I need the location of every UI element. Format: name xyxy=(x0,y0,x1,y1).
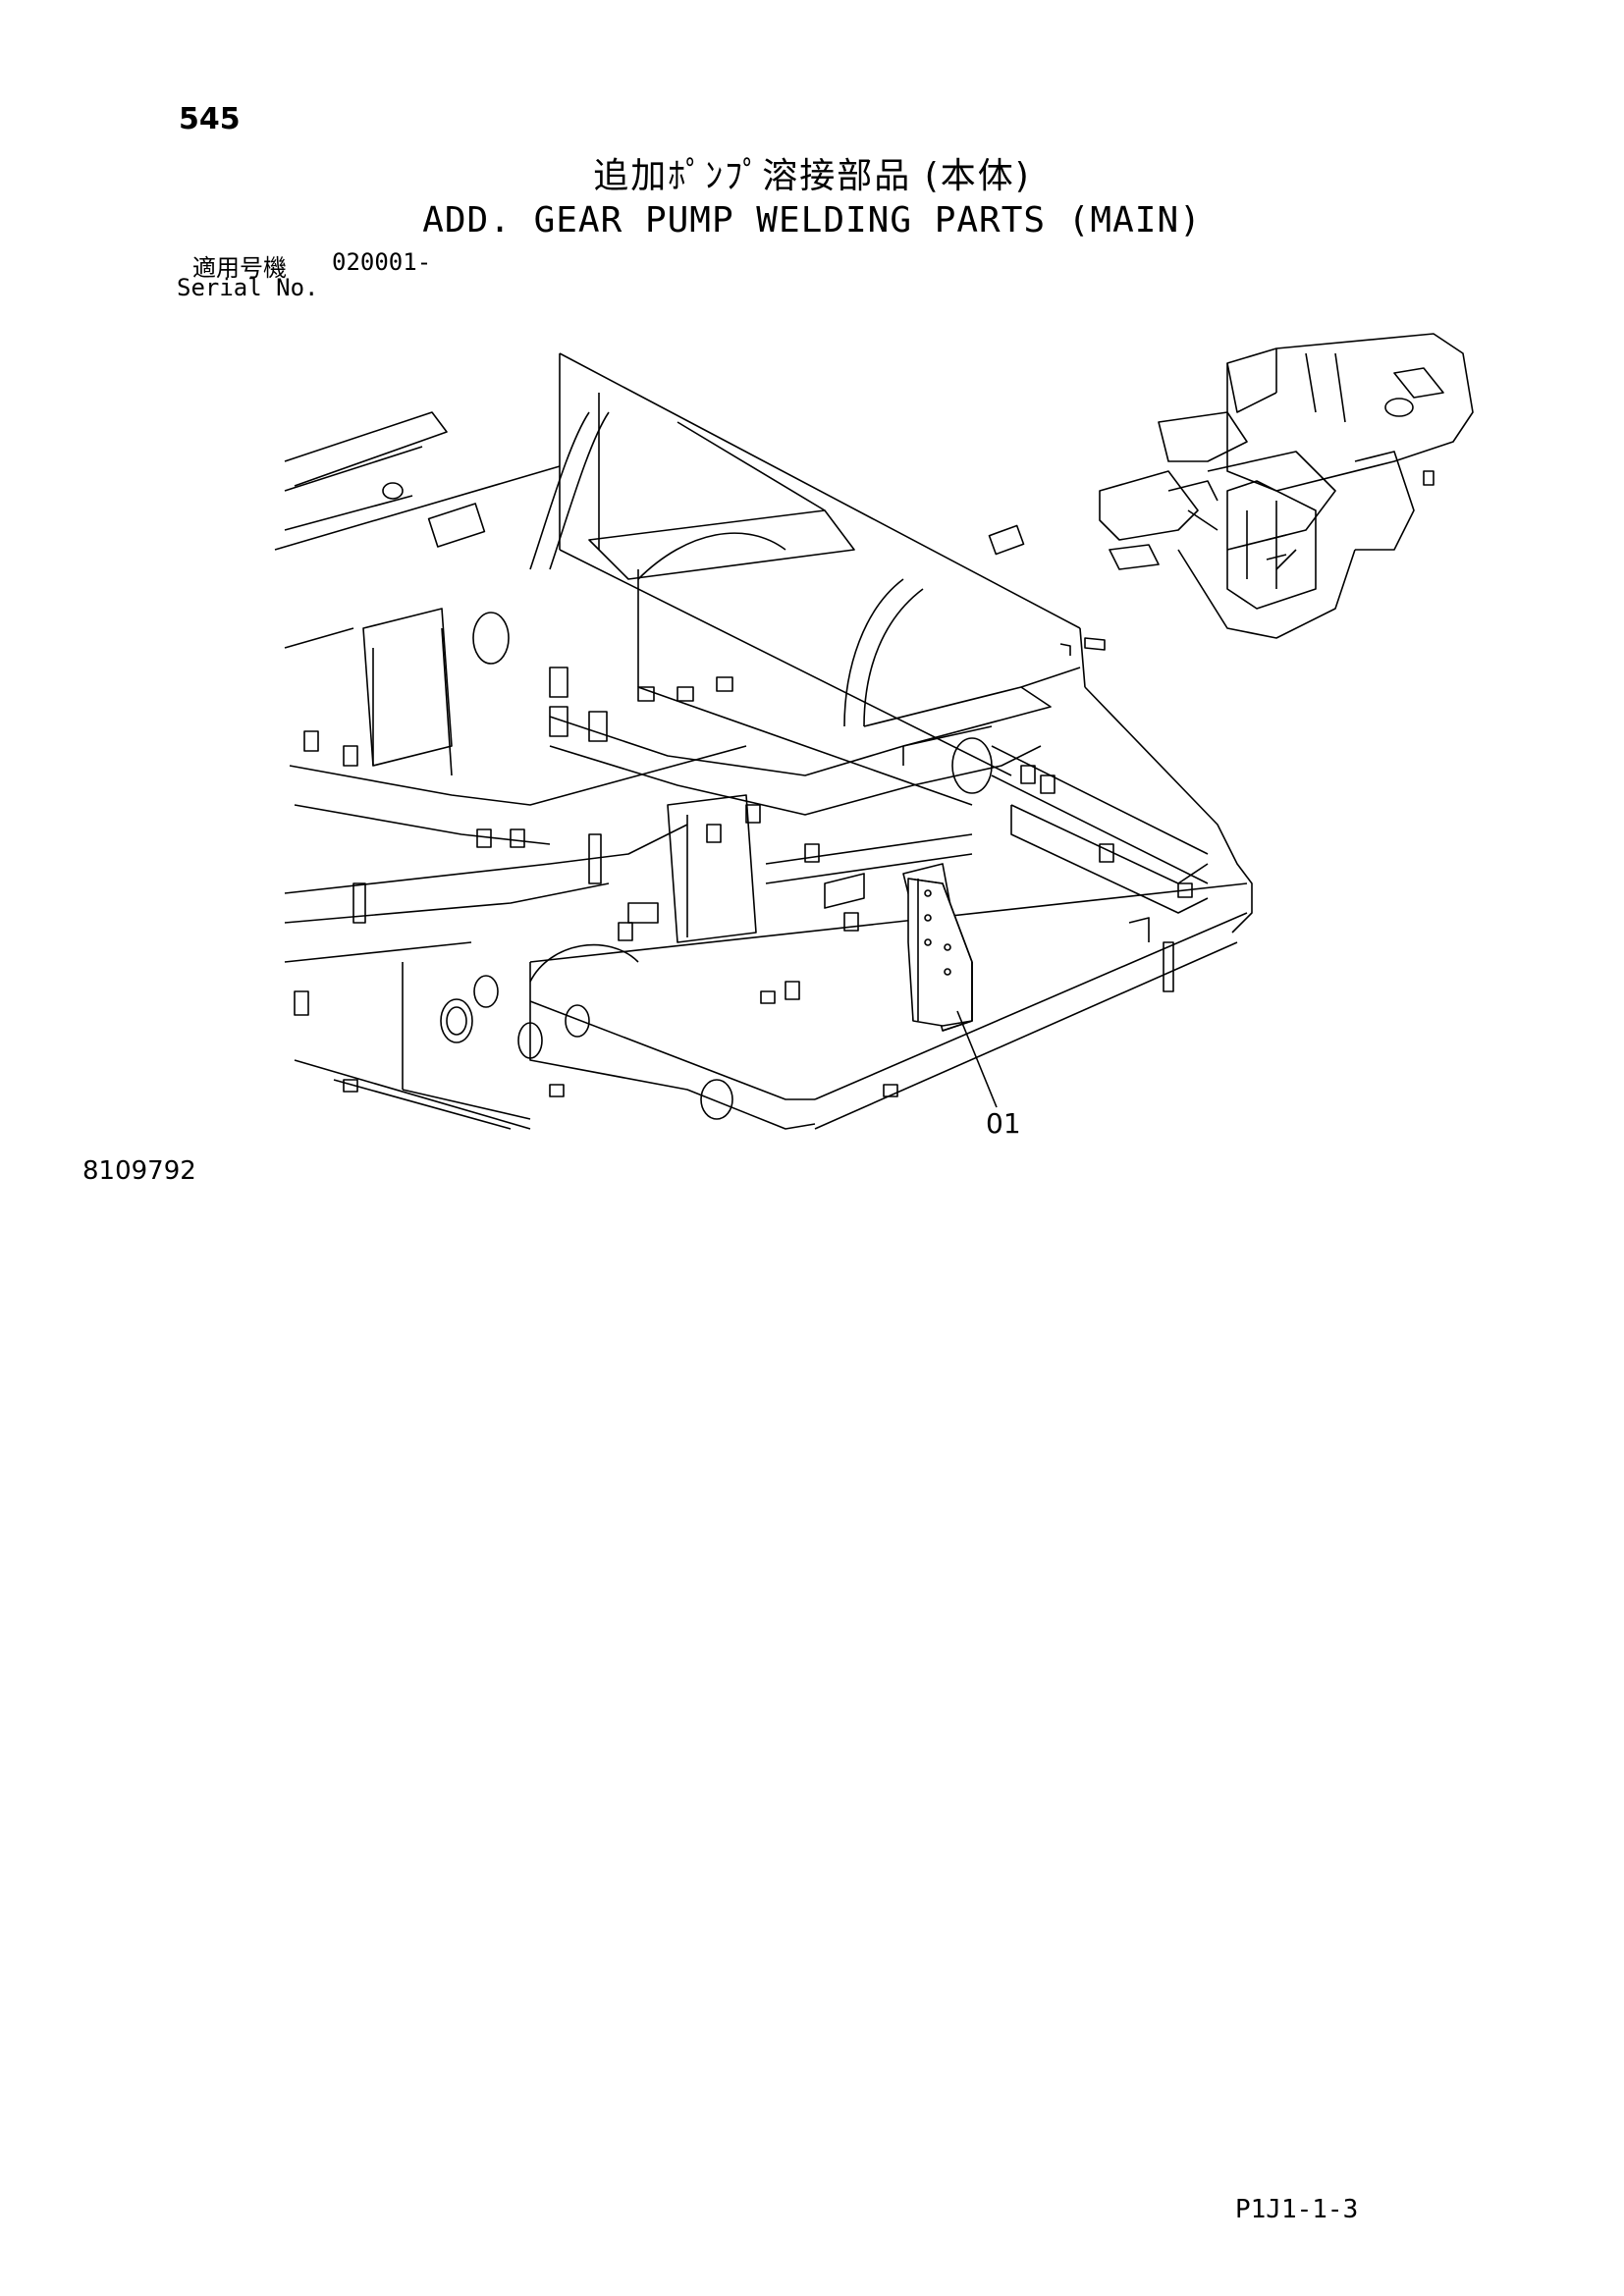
page-title-japanese: 追加ﾎﾟﾝﾌﾟ溶接部品 (本体) xyxy=(593,156,1031,196)
main-frame-drawing xyxy=(274,352,1253,1130)
excavator-overview-drawing xyxy=(1099,333,1474,639)
page-title-english: ADD. GEAR PUMP WELDING PARTS (MAIN) xyxy=(422,200,1202,240)
drawing-number: 8109792 xyxy=(82,1156,196,1186)
callout-label-01: 01 xyxy=(986,1107,1021,1140)
serial-label-japanese: 適用号機 xyxy=(192,254,287,282)
serial-value: 020001- xyxy=(332,248,432,276)
serial-label-english: Serial No. xyxy=(177,274,319,301)
pump-bracket-plate xyxy=(907,878,973,1032)
callout-01-leader xyxy=(956,1010,998,1108)
page-code: P1J1-1-3 xyxy=(1235,2195,1359,2224)
page-number: 545 xyxy=(179,102,241,136)
